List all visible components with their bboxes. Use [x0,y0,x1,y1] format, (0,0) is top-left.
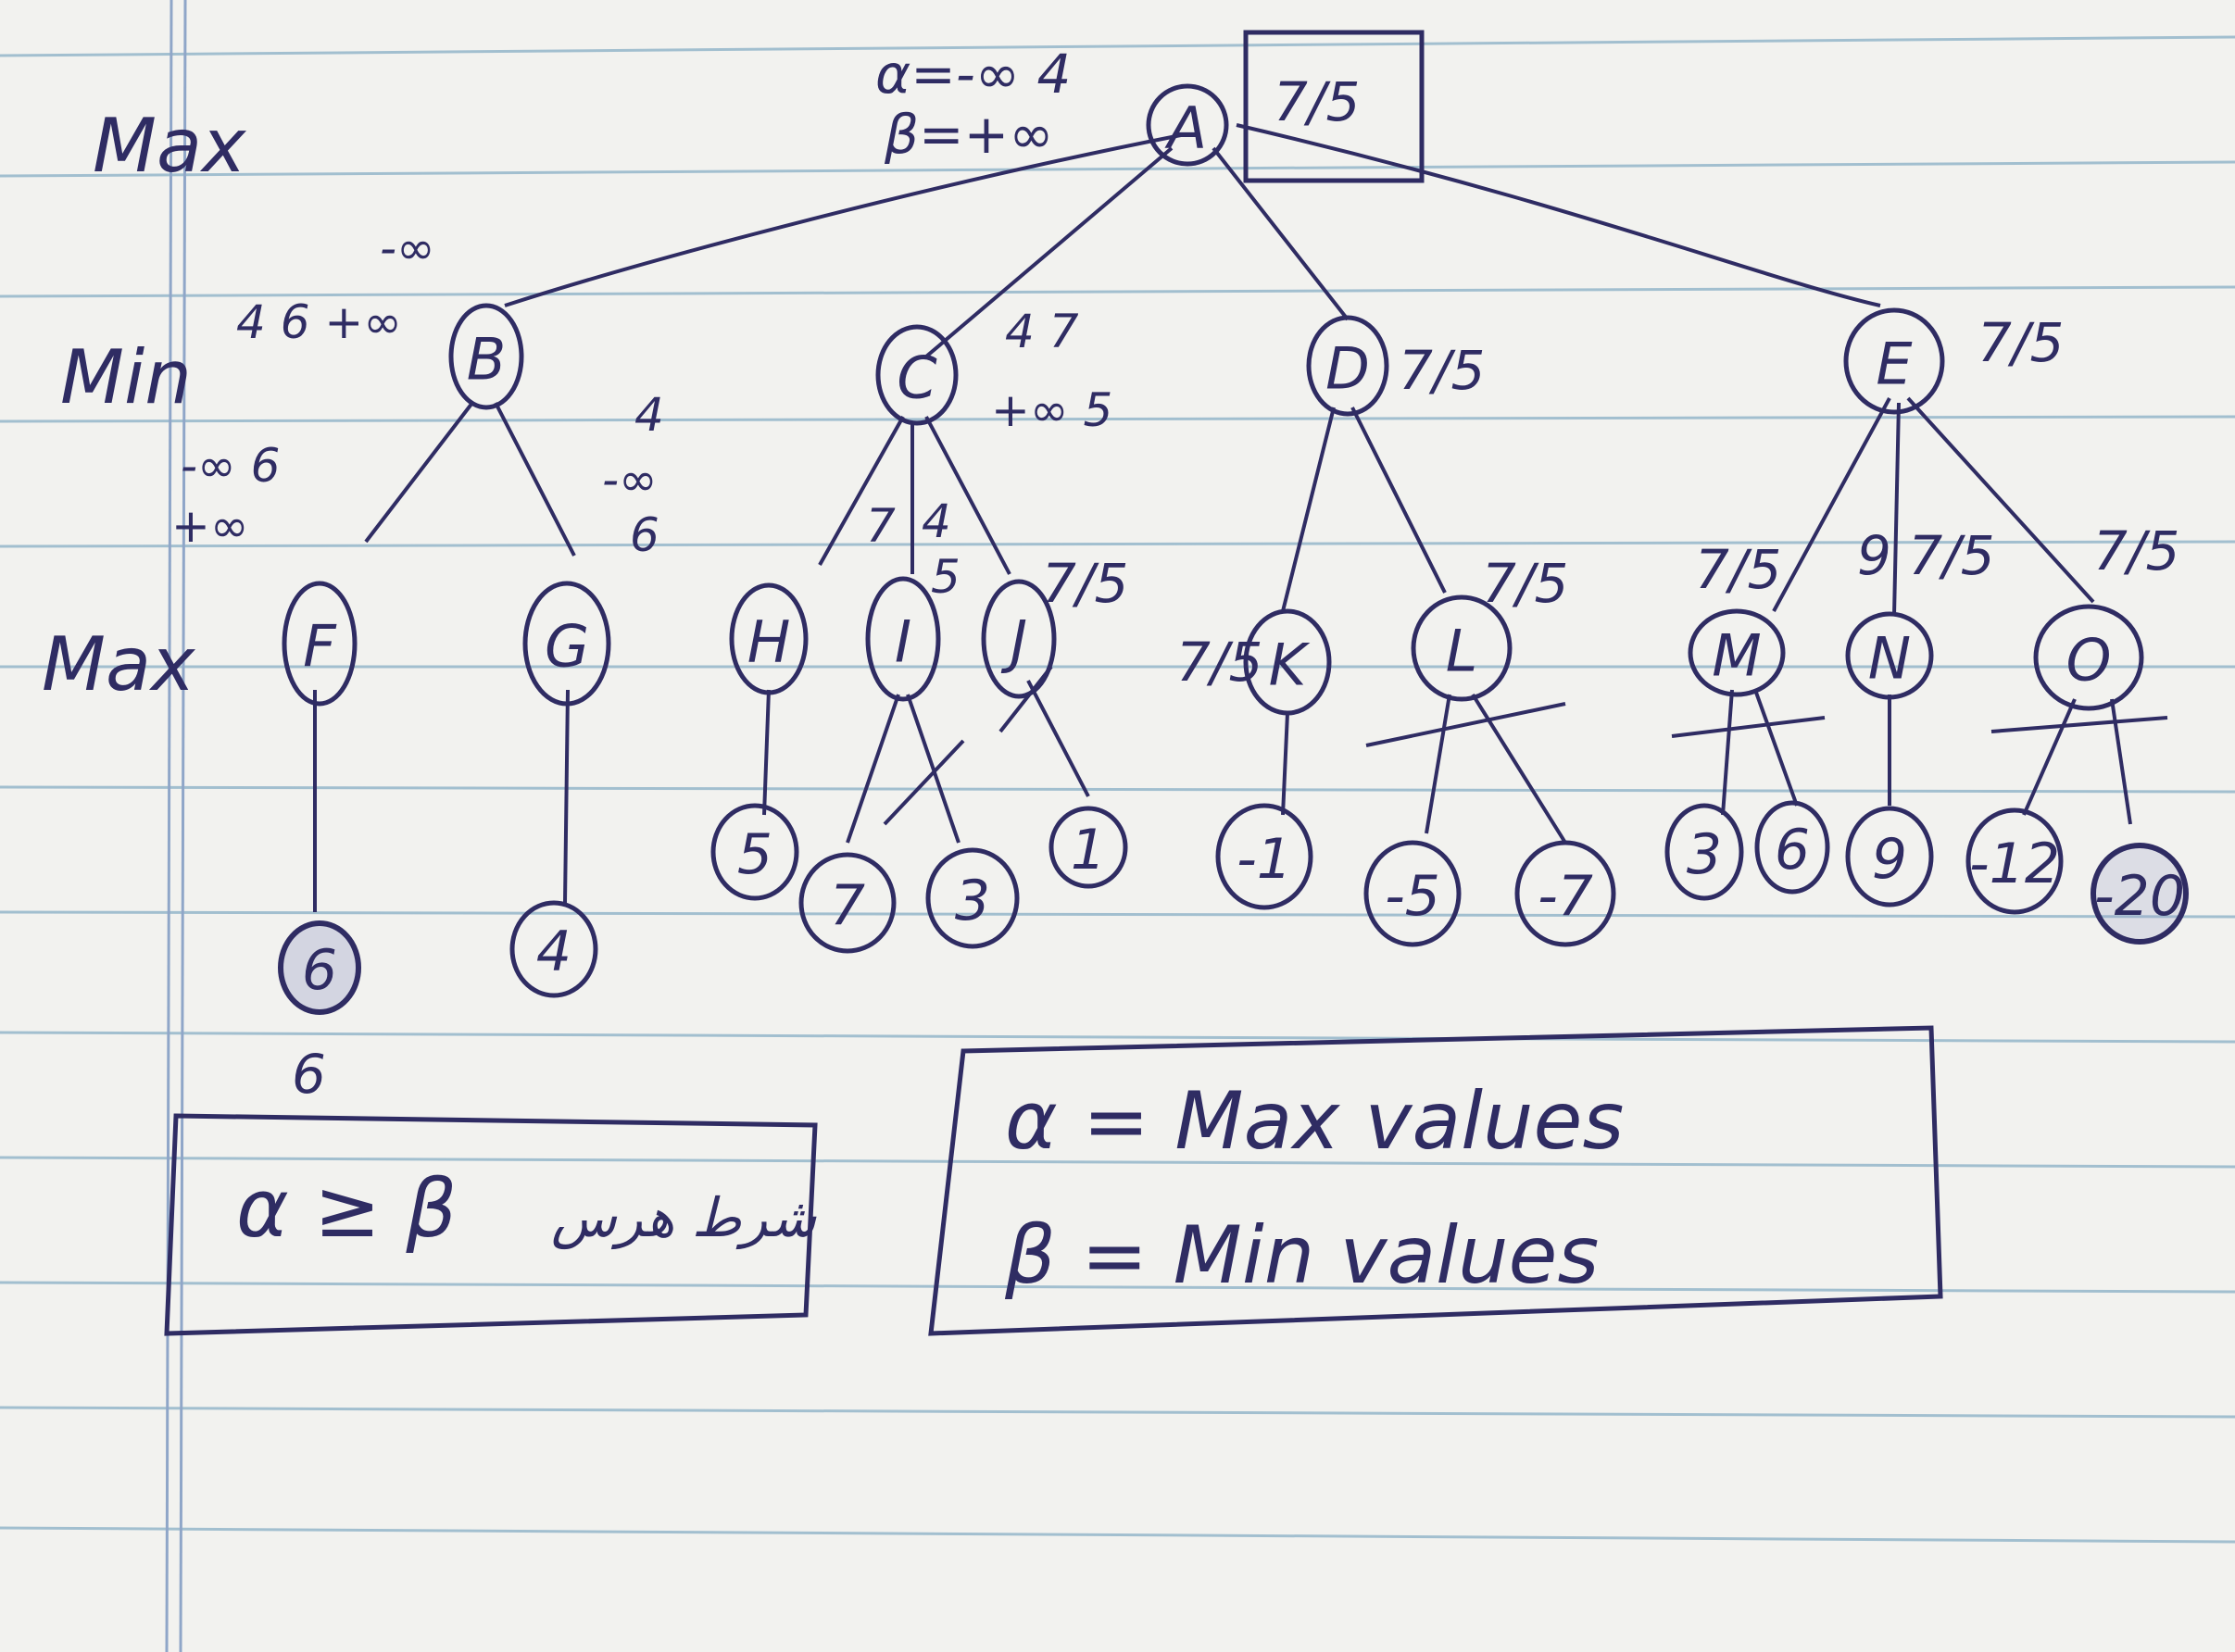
leaf-8-value: -5 [1385,864,1440,929]
node-m: M [1688,608,1786,697]
node-d: D [1306,315,1389,417]
node-l-annotation: 7/5 [1482,552,1568,615]
node-f-annotation-1: -∞ 6 [181,439,280,493]
node-n-annotation: 9 7/5 [1857,524,1995,587]
legend-box [928,1025,1943,1336]
tree-edges [313,123,2132,912]
leaf-3-value: 5 [737,822,772,887]
node-l: L [1411,594,1513,702]
leaf-13: -12 [1965,807,2064,915]
node-k-annotation: 7/5 [1176,631,1262,694]
node-a: A [1146,83,1229,167]
node-g: G [522,581,611,707]
legend-beta: β = Min values [1004,1209,1599,1302]
node-l-label: L [1446,618,1478,685]
leaf-1: 6 [278,920,361,1015]
node-f-annotation-2: +∞ [171,499,249,553]
root-beta-annotation: β=+∞ [884,103,1054,166]
pruning-condition-formula: α ≥ β [236,1163,457,1256]
leaf-7-value: -1 [1237,827,1292,892]
leaf-12: 9 [1845,806,1934,907]
node-e-annotation: 7/5 [1978,311,2064,374]
node-c-label: C [897,344,937,412]
leaf-4: 7 [798,852,897,954]
level-label-max-bottom: Max [42,621,196,707]
node-g-annotation-1: 4 [634,388,664,442]
node-i: I [865,576,941,702]
leaf-14-value: -20 [2094,864,2185,929]
node-a-label: A [1164,94,1207,162]
node-m-label: M [1712,622,1762,690]
node-c-annotation-1: 4 7 [1005,305,1079,358]
node-n-label: N [1868,625,1911,693]
leaf-12-value: 9 [1872,827,1907,892]
leaf-5-value: 3 [955,869,990,933]
leaf-7: -1 [1215,803,1313,910]
node-g-label: G [545,613,589,681]
root-alpha-annotation: α=-∞ 4 [875,43,1071,106]
node-d-annotation: 7/5 [1399,339,1485,402]
node-c-annotation-2: +∞ 5 [991,383,1112,437]
node-n: N [1845,611,1934,700]
node-i-annotation-2: 4 [922,494,951,548]
pruning-marks [883,665,2168,826]
node-o-label: O [2066,627,2112,695]
legend-alpha: α = Max values [1005,1075,1624,1168]
node-i-annotation-1: 7 [866,499,896,553]
node-b-annotation-2: 4 6 +∞ [236,295,402,349]
root-result-text: 7/5 [1274,70,1360,133]
node-k: K [1243,608,1332,716]
node-m-annotation: 7/5 [1695,538,1781,601]
pruning-condition-box [164,1113,818,1336]
leaf-11-value: 6 [1775,818,1810,882]
leaf-5: 3 [925,847,1020,949]
leaf-2-value: 4 [536,920,571,984]
leaf-6: 1 [1048,806,1128,889]
node-h: H [729,582,809,695]
level-label-min: Min [60,334,192,420]
node-b-annotation-1: -∞ [380,221,435,275]
node-e-label: E [1876,331,1913,398]
node-e: E [1843,307,1945,415]
margin-lines [165,0,187,1652]
leaf-8: -5 [1363,840,1462,947]
leaf-11: 6 [1754,800,1830,895]
node-k-label: K [1269,632,1311,699]
leaf-13-value: -12 [1969,832,2060,896]
node-o: O [2033,604,2144,711]
node-c: C [875,324,959,426]
pruning-condition-persian: شرط هرس [551,1186,817,1250]
leaf-10: 3 [1664,803,1744,901]
leaf-6-value: 1 [1071,818,1106,882]
node-j-annotation: 7/5 [1042,552,1128,615]
leaf-9-value: -7 [1538,864,1593,929]
root-result-box [1243,30,1425,183]
node-i-label: I [895,608,911,676]
leaf-1-note: 6 [292,1043,326,1106]
node-i-annotation-3: 5 [931,550,961,604]
node-d-label: D [1325,335,1370,403]
leaf-1-value: 6 [302,938,337,1003]
leaf-2: 4 [509,900,598,998]
level-label-max-top: Max [93,103,247,189]
node-f-label: F [303,613,337,681]
node-b: B [448,303,524,410]
leaf-3: 5 [710,803,799,901]
node-h-label: H [747,608,791,676]
node-b-label: B [467,326,507,394]
leaf-4-value: 7 [830,873,865,938]
ruled-lines [0,35,2235,1544]
node-f: F [282,581,358,707]
leaf-14: -20 [2091,843,2189,945]
leaf-10-value: 3 [1687,822,1722,887]
leaf-9: -7 [1514,840,1616,947]
node-o-annotation: 7/5 [2093,519,2179,582]
node-g-annotation-2: -∞ [602,453,658,507]
node-g-annotation-3: 6 [630,508,659,562]
